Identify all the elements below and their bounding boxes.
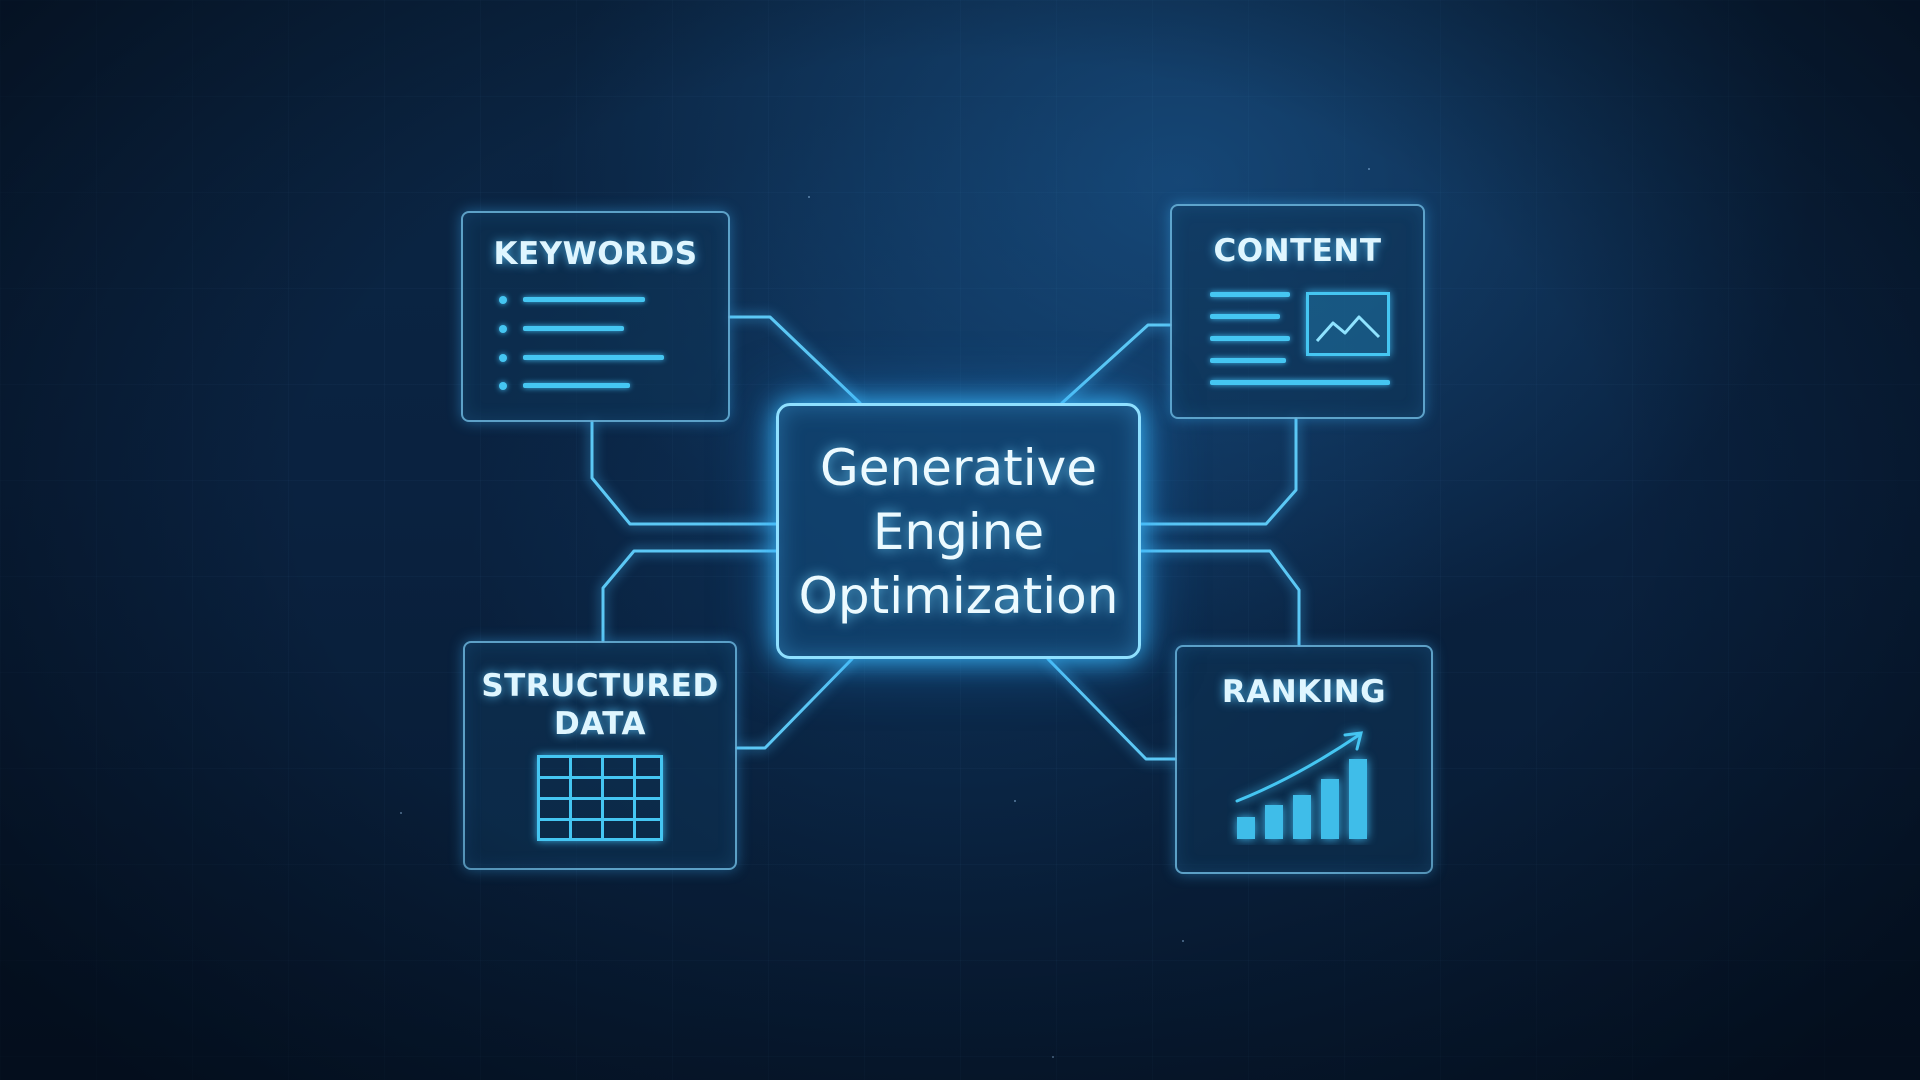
ranking-bar: [1293, 795, 1311, 839]
central-hub-title: Generative Engine Optimization: [798, 439, 1119, 625]
content-text-line: [1210, 314, 1280, 319]
ranking-bar: [1349, 759, 1367, 839]
connector-content-center-side: [1139, 417, 1298, 526]
keywords-title: KEYWORDS: [493, 236, 698, 272]
connector-content-center: [1060, 323, 1172, 405]
rising-bar-chart-icon: [1235, 731, 1367, 839]
ranking-bar: [1321, 779, 1339, 839]
connector-keywords-center-side: [590, 420, 778, 526]
connector-structured-center: [735, 657, 854, 750]
keywords-card[interactable]: KEYWORDS: [461, 211, 730, 422]
central-hub[interactable]: Generative Engine Optimization: [776, 403, 1141, 659]
content-card[interactable]: CONTENT: [1170, 204, 1425, 419]
ranking-title: RANKING: [1221, 674, 1387, 710]
structured-data-title: STRUCTURED DATA: [481, 668, 719, 742]
ranking-bar: [1265, 805, 1283, 839]
structured-data-card[interactable]: STRUCTURED DATA: [463, 641, 737, 870]
connector-keywords-center: [728, 315, 862, 405]
connector-ranking-center-side: [1139, 549, 1301, 647]
content-text-line: [1210, 380, 1390, 385]
trend-arrow-line: [1235, 733, 1361, 803]
content-text-line: [1210, 358, 1286, 363]
content-text-line: [1210, 336, 1290, 341]
ranking-bar: [1237, 817, 1255, 839]
connector-ranking-center: [1046, 657, 1177, 761]
image-placeholder-icon: [1306, 292, 1390, 356]
table-grid-icon: [537, 755, 663, 841]
ranking-card[interactable]: RANKING: [1175, 645, 1433, 874]
content-title: CONTENT: [1213, 233, 1382, 269]
content-text-line: [1210, 292, 1290, 297]
connector-structured-center-side: [601, 549, 778, 643]
